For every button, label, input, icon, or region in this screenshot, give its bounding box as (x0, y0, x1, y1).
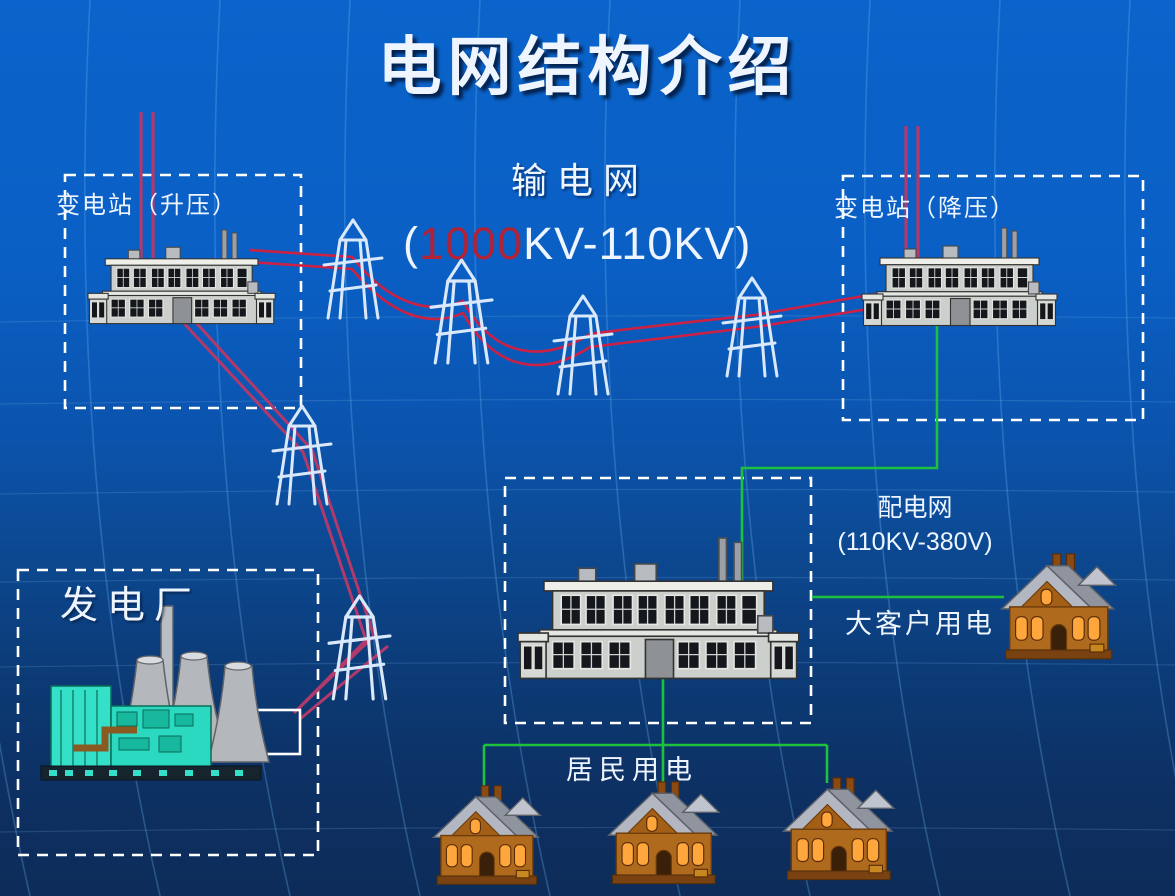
large-customer-house-icon (1001, 553, 1117, 660)
transmission-tower-icon (429, 258, 494, 365)
transmission-tower-icon (327, 594, 392, 701)
transmission-tower-icon (721, 276, 783, 378)
dashed-box-distribution-substation (503, 476, 813, 725)
stepdown-substation-building (861, 227, 1058, 327)
stepup-substation-building (87, 229, 276, 325)
residential-label: 居民用电 (566, 755, 698, 785)
distribution-network-label-group: 配电网 (110KV-380V) (826, 493, 1004, 558)
voltage-1000-red: 1000 (419, 218, 524, 269)
residential-house-icon (432, 785, 541, 885)
transmission-wires (249, 248, 876, 367)
dashed-box-stepup-substation (63, 173, 303, 410)
slide-title: 电网结构介绍 (377, 32, 798, 103)
plant-feeder-lines (166, 302, 389, 721)
voltage-open-paren: ( (403, 218, 419, 269)
transmission-network-label: 输电网 (510, 161, 649, 201)
distribution-substation-building (517, 537, 800, 680)
stepdown-substation-label: 变电站（降压） (834, 196, 1016, 222)
residential-house-icon (782, 777, 895, 881)
transmission-tower-icon (552, 294, 614, 396)
dashed-box-stepdown-substation (841, 174, 1145, 422)
residential-house-icon (607, 781, 720, 885)
distribution-voltage-range: (110KV-380V) (837, 527, 993, 556)
transmission-tower-icon (322, 218, 384, 320)
stepup-substation-label: 变电站（升压） (56, 193, 238, 219)
transmission-voltage-range: (1000KV-110KV) (403, 218, 751, 270)
dashed-box-power-plant (16, 568, 320, 857)
voltage-rest: KV-110KV) (523, 218, 752, 269)
power-plant-icon (40, 605, 270, 781)
distribution-network-label: 配电网 (877, 495, 953, 522)
power-plant-label: 发电厂 (60, 585, 202, 627)
large-customer-label: 大客户用电 (845, 609, 995, 639)
transmission-tower-icon (271, 404, 333, 506)
distribution-lines-green (482, 320, 1004, 790)
incoming-feed-lines (139, 112, 920, 262)
